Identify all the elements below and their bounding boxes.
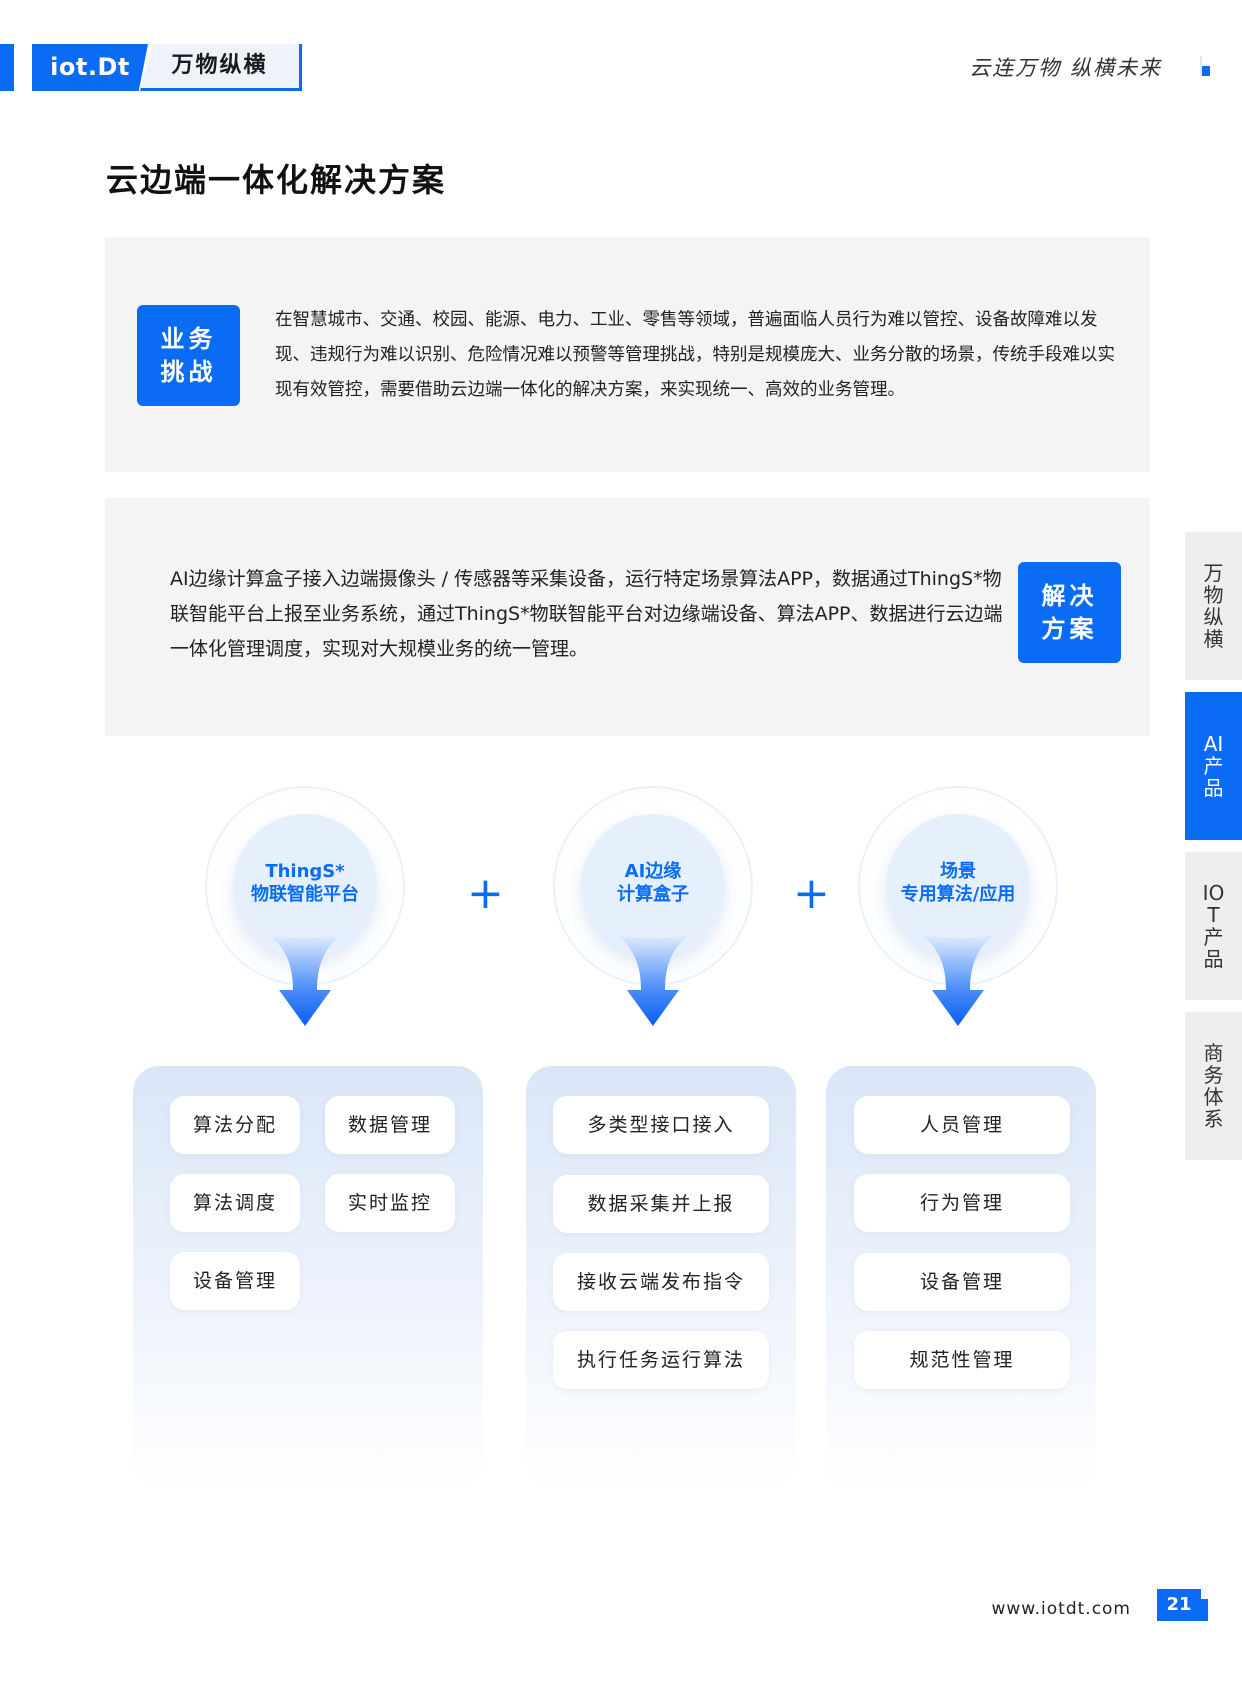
- solution-tag-line1: 解决: [1041, 581, 1098, 610]
- feature-pill: 数据管理: [325, 1096, 455, 1154]
- component-bubble: 场景 专用算法/应用: [886, 814, 1030, 958]
- feature-pill: 算法调度: [170, 1174, 300, 1232]
- side-tab-iot-products[interactable]: IOT产品: [1185, 852, 1242, 1000]
- footer-corner-mark: [1200, 1599, 1208, 1621]
- header-corner-mark: [1200, 56, 1210, 76]
- component-line1: AI边缘: [624, 861, 682, 882]
- component-scene-algorithm: 场景 专用算法/应用: [858, 786, 1058, 1026]
- component-line2: 计算盒子: [617, 884, 689, 905]
- challenge-tag-line1: 业务: [160, 324, 217, 353]
- component-line2: 专用算法/应用: [900, 884, 1016, 905]
- down-arrow-icon: [918, 932, 998, 1026]
- solution-tag-line2: 方案: [1041, 614, 1098, 643]
- website-link[interactable]: www.iotdt.com: [991, 1599, 1131, 1619]
- scene-features-column: 人员管理 行为管理 设备管理 规范性管理: [826, 1066, 1096, 1490]
- side-tab-business[interactable]: 商务体系: [1185, 1012, 1242, 1160]
- feature-pill: 实时监控: [325, 1174, 455, 1232]
- component-line1: 场景: [940, 861, 976, 882]
- edge-box-features-column: 多类型接口接入 数据采集并上报 接收云端发布指令 执行任务运行算法: [526, 1066, 796, 1490]
- solution-text: AI边缘计算盒子接入边端摄像头 / 传感器等采集设备，运行特定场景算法APP，数…: [170, 568, 1003, 660]
- challenge-tag: 业务 挑战: [137, 305, 240, 406]
- iotdt-logo: iot.Dt: [32, 44, 148, 91]
- component-things-platform: ThingS* 物联智能平台: [205, 786, 405, 1026]
- feature-pill: 设备管理: [854, 1253, 1070, 1311]
- component-bubble: ThingS* 物联智能平台: [233, 814, 377, 958]
- solution-tag: 解决 方案: [1018, 562, 1121, 663]
- header-accent-bar: [0, 44, 14, 91]
- feature-pill: 数据采集并上报: [553, 1175, 769, 1233]
- feature-pill: 设备管理: [170, 1252, 300, 1310]
- feature-pill: 人员管理: [854, 1096, 1070, 1154]
- feature-pill: 行为管理: [854, 1174, 1070, 1232]
- component-line2: 物联智能平台: [251, 884, 359, 905]
- platform-features-column: 算法分配 数据管理 算法调度 实时监控 设备管理: [133, 1066, 483, 1490]
- down-arrow-icon: [613, 932, 693, 1026]
- component-bubble: AI边缘 计算盒子: [581, 814, 725, 958]
- down-arrow-icon: [265, 932, 345, 1026]
- side-tab-wanwu[interactable]: 万物纵横: [1185, 532, 1242, 680]
- component-ai-edge-box: AI边缘 计算盒子: [553, 786, 753, 1026]
- plus-icon: +: [793, 868, 830, 919]
- feature-pill: 算法分配: [170, 1096, 300, 1154]
- side-tab-label: IOT产品: [1202, 881, 1225, 971]
- side-tab-ai-products[interactable]: AI产品: [1185, 692, 1242, 840]
- side-tab-label: 万物纵横: [1203, 561, 1224, 651]
- header-slogan: 云连万物 纵横未来: [969, 56, 1162, 80]
- side-tab-label: 商务体系: [1203, 1041, 1224, 1131]
- challenge-tag-line2: 挑战: [160, 357, 217, 386]
- feature-pill: 接收云端发布指令: [553, 1253, 769, 1311]
- side-tab-label: AI产品: [1203, 732, 1224, 800]
- challenge-text: 在智慧城市、交通、校园、能源、电力、工业、零售等领域，普遍面临人员行为难以管控、…: [275, 310, 1115, 400]
- solution-panel: AI边缘计算盒子接入边端摄像头 / 传感器等采集设备，运行特定场景算法APP，数…: [105, 498, 1150, 736]
- component-line1: ThingS*: [265, 861, 345, 882]
- feature-pill: 多类型接口接入: [553, 1096, 769, 1154]
- feature-pill: 规范性管理: [854, 1331, 1070, 1389]
- page-title: 云边端一体化解决方案: [106, 161, 447, 199]
- brand-label: 万物纵横: [140, 44, 302, 91]
- feature-pill: 执行任务运行算法: [553, 1331, 769, 1389]
- business-challenge-panel: 业务 挑战 在智慧城市、交通、校园、能源、电力、工业、零售等领域，普遍面临人员行…: [105, 237, 1150, 472]
- plus-icon: +: [467, 868, 504, 919]
- page-number: 21: [1157, 1589, 1201, 1621]
